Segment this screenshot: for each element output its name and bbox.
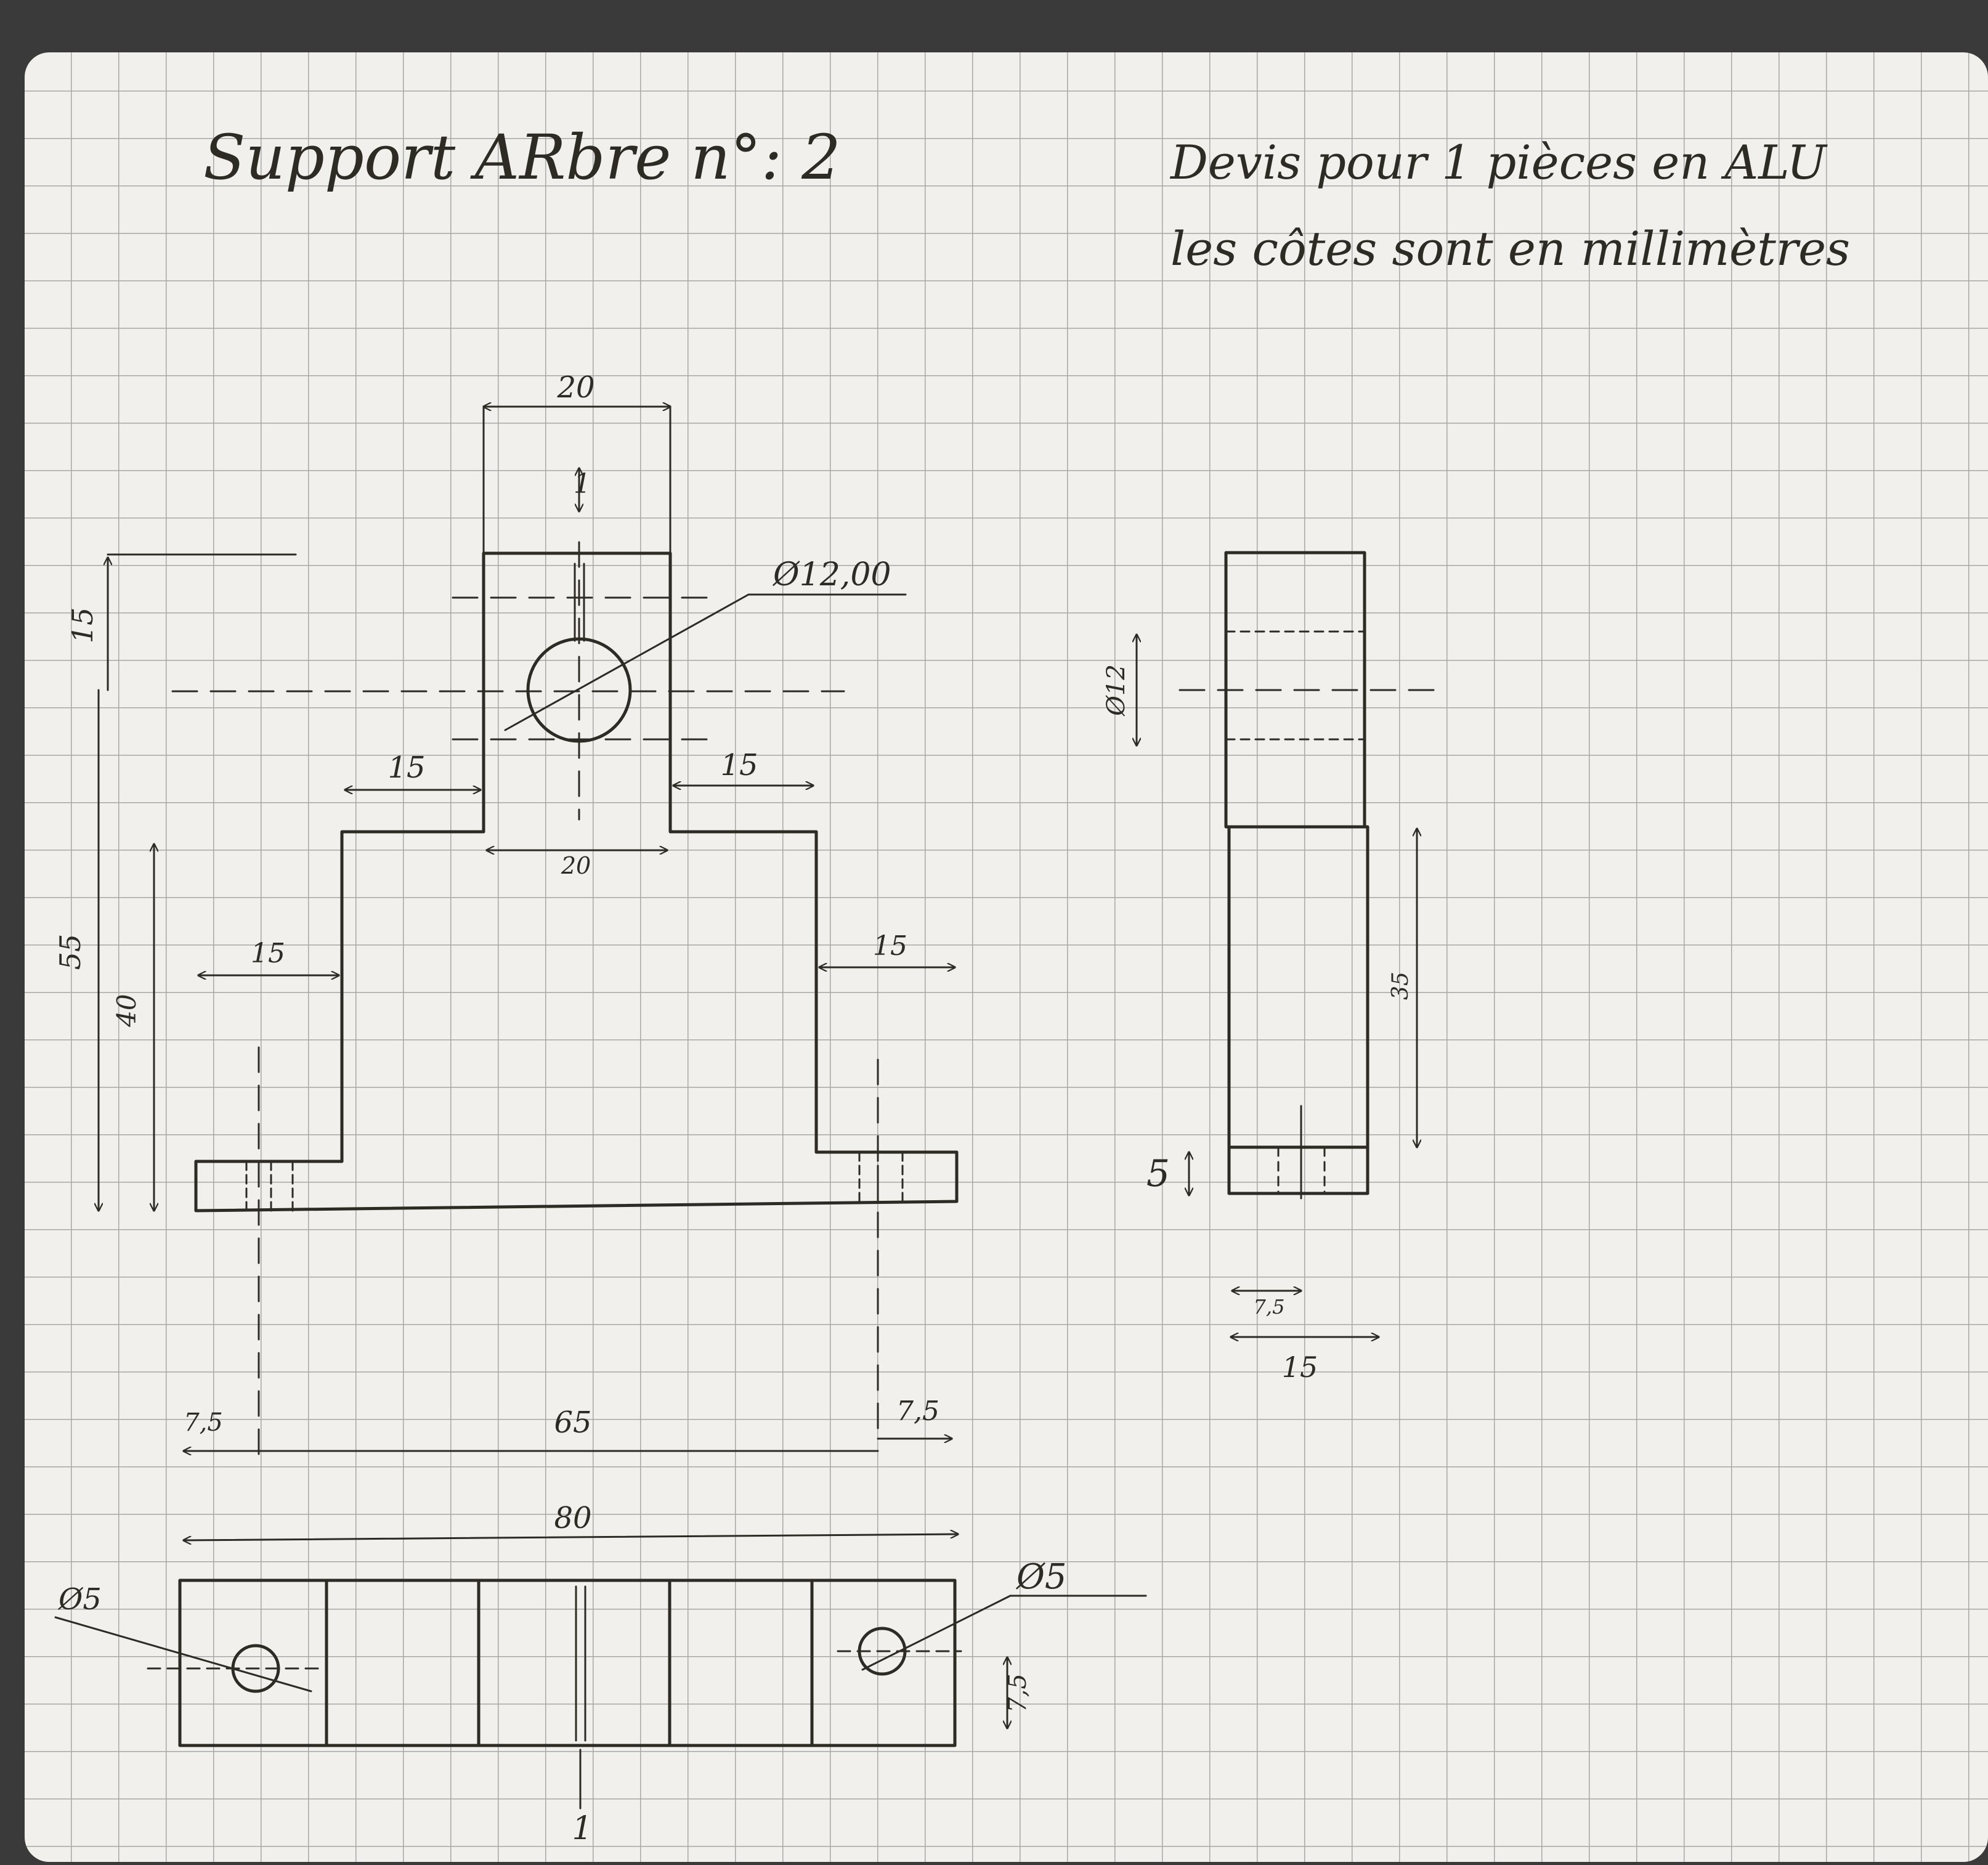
dim-total-length-label: 80 — [554, 1501, 591, 1535]
dim-hole-depth-label: 7,5 — [1004, 1673, 1032, 1713]
dim-right-step-label: 15 — [720, 748, 758, 782]
side-view — [1137, 551, 1437, 1337]
paper-grid — [25, 52, 1988, 1862]
dim-total-length-line — [182, 1534, 959, 1540]
note-line-2: les côtes sont en millimètres — [1170, 221, 1850, 276]
drawing-title: Support ARbre n°: 2 — [203, 121, 841, 193]
dim-total-height-label: 55 — [54, 934, 87, 970]
dim-bore-diameter-label: Ø12,00 — [772, 556, 891, 593]
dim-hole-left-leader — [54, 1616, 312, 1692]
dim-hole-right-leader — [861, 1595, 1012, 1671]
front-view — [99, 407, 959, 1455]
dim-left-foot-label: 15 — [251, 938, 285, 969]
dim-left-step-label: 15 — [387, 750, 425, 785]
dim-side-height-label: 35 — [1388, 972, 1413, 1000]
dim-side-hole-offset-label: 7,5 — [1254, 1295, 1285, 1319]
dim-right-offset-label: 7,5 — [896, 1396, 939, 1427]
dim-hole-right-label: Ø5 — [1015, 1557, 1067, 1597]
side-lower-block — [1227, 825, 1369, 1195]
dim-base-height-label: 40 — [112, 994, 142, 1027]
dim-side-bore-label: Ø12 — [1102, 664, 1130, 717]
dim-right-foot-label: 15 — [873, 930, 907, 962]
dim-hole-left-label: Ø5 — [58, 1582, 102, 1617]
dim-inner-width-label: 20 — [561, 852, 591, 879]
dim-top-width-label: 20 — [556, 370, 594, 405]
dim-slot-width-label: 1 — [572, 1810, 592, 1847]
dim-bore-height-label: 15 — [66, 607, 99, 644]
dim-side-foot-label: 5 — [1146, 1152, 1170, 1195]
plan-view — [54, 1439, 1147, 1810]
note-line-1: Devis pour 1 pièces en ALU — [1169, 135, 1828, 190]
dim-slot-label: 1 — [574, 468, 591, 500]
dim-left-offset-label: 7,5 — [184, 1408, 223, 1437]
dim-side-width-label: 15 — [1282, 1351, 1318, 1384]
plan-outline — [178, 1579, 957, 1747]
front-diameter-leader — [504, 593, 750, 731]
dim-hole-spacing-label: 65 — [554, 1405, 591, 1440]
